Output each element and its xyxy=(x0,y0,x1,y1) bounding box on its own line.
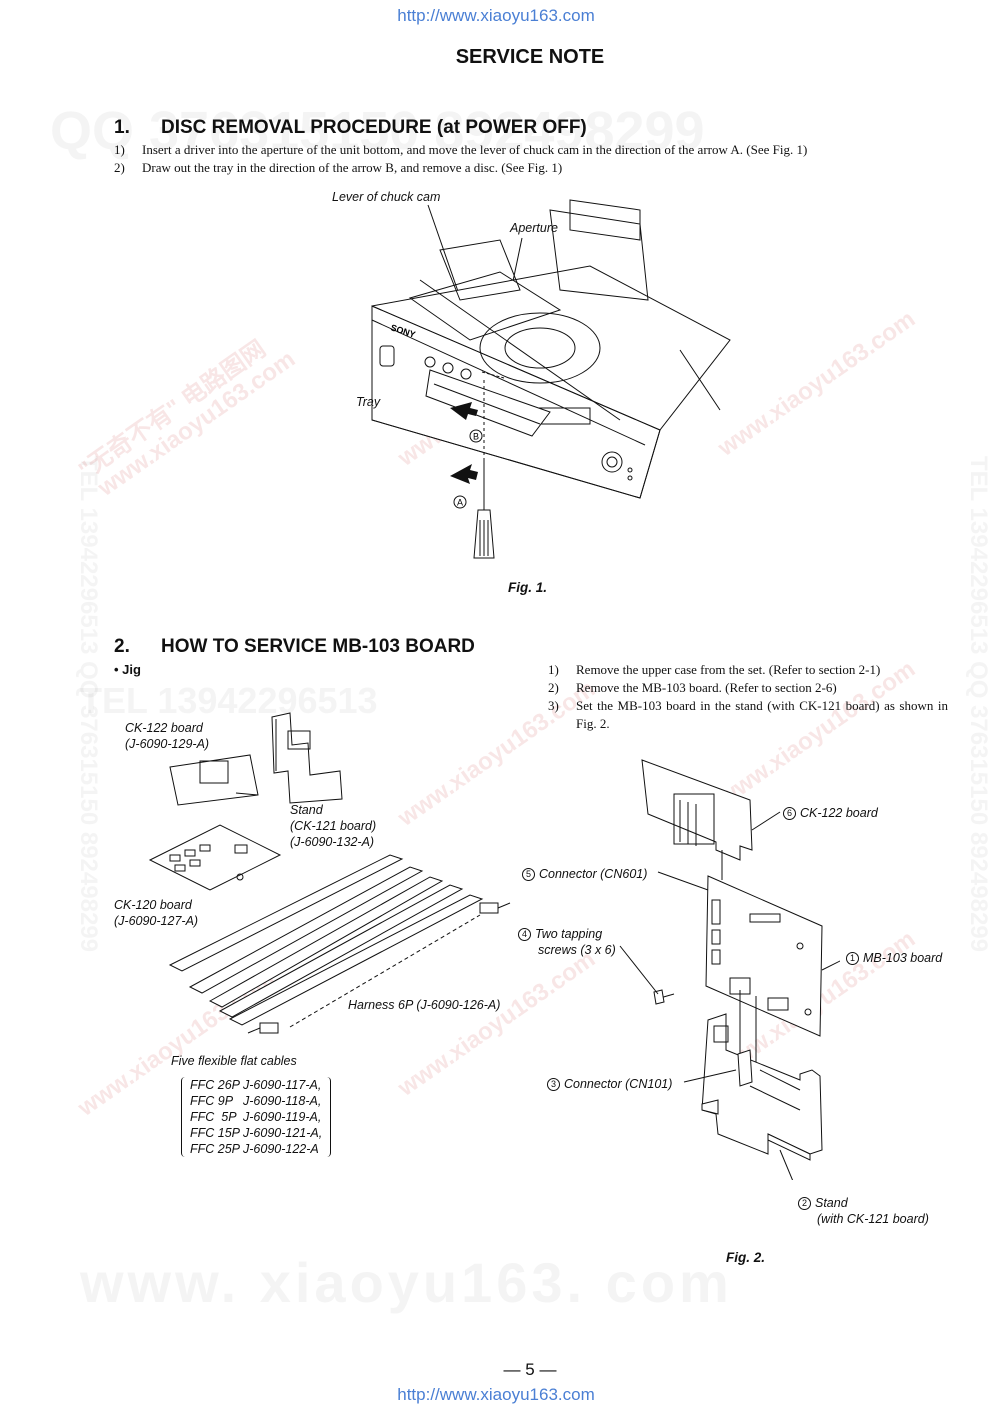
fig1-arrow-a-label: A xyxy=(457,498,463,508)
callout-number: 2 xyxy=(798,1197,811,1210)
section1-heading: 1. DISC REMOVAL PROCEDURE (at POWER OFF) xyxy=(114,117,587,139)
ffc-item: FFC 25P J-6090-122-A xyxy=(190,1142,319,1156)
watermark-side-left: TEL 13942296513 QQ 376315150 892498299 xyxy=(74,456,102,952)
callout-number: 6 xyxy=(783,807,796,820)
jig-label-line: (J-6090-129-A) xyxy=(125,737,210,751)
watermark-qq: QQ 376315150 892498299 xyxy=(50,101,705,161)
jig-label-stand: Stand (CK-121 board) (J-6090-132-A) xyxy=(290,802,376,850)
page-number: — 5 — xyxy=(503,1360,557,1379)
step-number: 3) xyxy=(548,698,559,713)
section1-title: DISC REMOVAL PROCEDURE (at POWER OFF) xyxy=(161,117,587,138)
section1-step: 2) Draw out the tray in the direction of … xyxy=(114,159,914,177)
watermark-site: www. xiaoyu163. com xyxy=(80,1251,733,1314)
callout-text: Connector (CN601) xyxy=(539,867,648,881)
fig1-label-tray: Tray xyxy=(356,395,381,409)
callout-text: Two tapping xyxy=(535,927,603,941)
page-title: SERVICE NOTE xyxy=(455,46,605,68)
callout-number: 3 xyxy=(547,1078,560,1091)
fig2-label-cn101: 3 Connector (CN101) xyxy=(547,1076,672,1092)
ffc-item: FFC 5P J-6090-119-A, xyxy=(190,1110,322,1124)
jig-label-ck122: CK-122 board (J-6090-129-A) xyxy=(125,720,209,752)
fig2-label-ck122: 6 CK-122 board xyxy=(783,805,878,821)
section2-step: 1) Remove the upper case from the set. (R… xyxy=(548,661,948,679)
step-number: 2) xyxy=(548,680,559,695)
jig-label-line: (J-6090-127-A) xyxy=(114,914,199,928)
jig-label-ffc-title: Five flexible flat cables xyxy=(171,1054,297,1068)
ffc-item: FFC 9P J-6090-118-A, xyxy=(190,1094,322,1108)
fig1-unit-drawing: B A SONY xyxy=(371,199,731,559)
callout-number: 4 xyxy=(518,928,531,941)
step-number: 1) xyxy=(114,142,125,157)
fig1-arrow-b-label: B xyxy=(473,432,479,442)
step-number: 2) xyxy=(114,160,125,175)
step-text: Set the MB-103 board in the stand (with … xyxy=(576,698,948,731)
callout-text: MB-103 board xyxy=(863,951,943,965)
fig2-label-mb103: 1 MB-103 board xyxy=(846,950,942,966)
section2-step: 3) Set the MB-103 board in the stand (wit… xyxy=(548,697,948,733)
callout-text: screws (3 x 6) xyxy=(538,943,616,957)
jig-label-harness: Harness 6P (J-6090-126-A) xyxy=(348,998,501,1012)
jig-ffc-list: FFC 26P J-6090-117-A, FFC 9P J-6090-118-A… xyxy=(181,1077,332,1157)
watermark-tel: TEL 13942296513 xyxy=(80,680,378,721)
jig-label: • Jig xyxy=(114,662,141,677)
section2-heading: 2. HOW TO SERVICE MB-103 BOARD xyxy=(114,636,475,658)
step-text: Draw out the tray in the direction of th… xyxy=(142,160,563,175)
jig-label-line: CK-120 board xyxy=(114,898,192,912)
step-number: 1) xyxy=(548,662,559,677)
jig-drawing xyxy=(148,712,511,1034)
fig2-label-screws: 4 Two tapping screws (3 x 6) xyxy=(518,926,616,958)
section2-title: HOW TO SERVICE MB-103 BOARD xyxy=(161,636,475,657)
fig1-label-lever: Lever of chuck cam xyxy=(332,190,441,204)
fig2-caption: Fig. 2. xyxy=(726,1250,766,1265)
section1-number: 1. xyxy=(114,117,130,138)
section2-number: 2. xyxy=(114,636,130,657)
section2-step: 2) Remove the MB-103 board. (Refer to sec… xyxy=(548,679,948,697)
callout-text: Connector (CN101) xyxy=(564,1077,673,1091)
jig-label-line: (CK-121 board) xyxy=(290,819,377,833)
jig-label-line: (J-6090-132-A) xyxy=(290,835,375,849)
jig-label-line: Stand xyxy=(290,803,323,817)
footer-url[interactable]: http://www.xiaoyu163.com xyxy=(397,1385,595,1404)
fig1-label-aperture: Aperture xyxy=(510,221,558,235)
fig2-assembly-drawing xyxy=(619,759,840,1180)
fig1-caption: Fig. 1. xyxy=(508,580,548,595)
callout-text: (with CK-121 board) xyxy=(817,1212,929,1226)
step-text: Insert a driver into the aperture of the… xyxy=(142,142,808,157)
ffc-item: FFC 26P J-6090-117-A, xyxy=(190,1078,322,1092)
watermark-side-right: TEL 13942296513 QQ 376315150 892498299 xyxy=(964,456,992,952)
step-text: Remove the MB-103 board. (Refer to secti… xyxy=(576,680,837,695)
ffc-item: FFC 15P J-6090-121-A, xyxy=(190,1126,323,1140)
step-text: Remove the upper case from the set. (Ref… xyxy=(576,662,881,677)
jig-label-line: CK-122 board xyxy=(125,721,203,735)
fig2-label-cn601: 5 Connector (CN601) xyxy=(522,866,647,882)
callout-text: CK-122 board xyxy=(800,806,878,820)
callout-text: Stand xyxy=(815,1196,848,1210)
callout-number: 1 xyxy=(846,952,859,965)
section1-step: 1) Insert a driver into the aperture of t… xyxy=(114,141,914,159)
callout-number: 5 xyxy=(522,868,535,881)
fig2-label-stand: 2 Stand (with CK-121 board) xyxy=(798,1195,929,1227)
jig-label-ck120: CK-120 board (J-6090-127-A) xyxy=(114,897,198,929)
header-url[interactable]: http://www.xiaoyu163.com xyxy=(397,6,595,25)
